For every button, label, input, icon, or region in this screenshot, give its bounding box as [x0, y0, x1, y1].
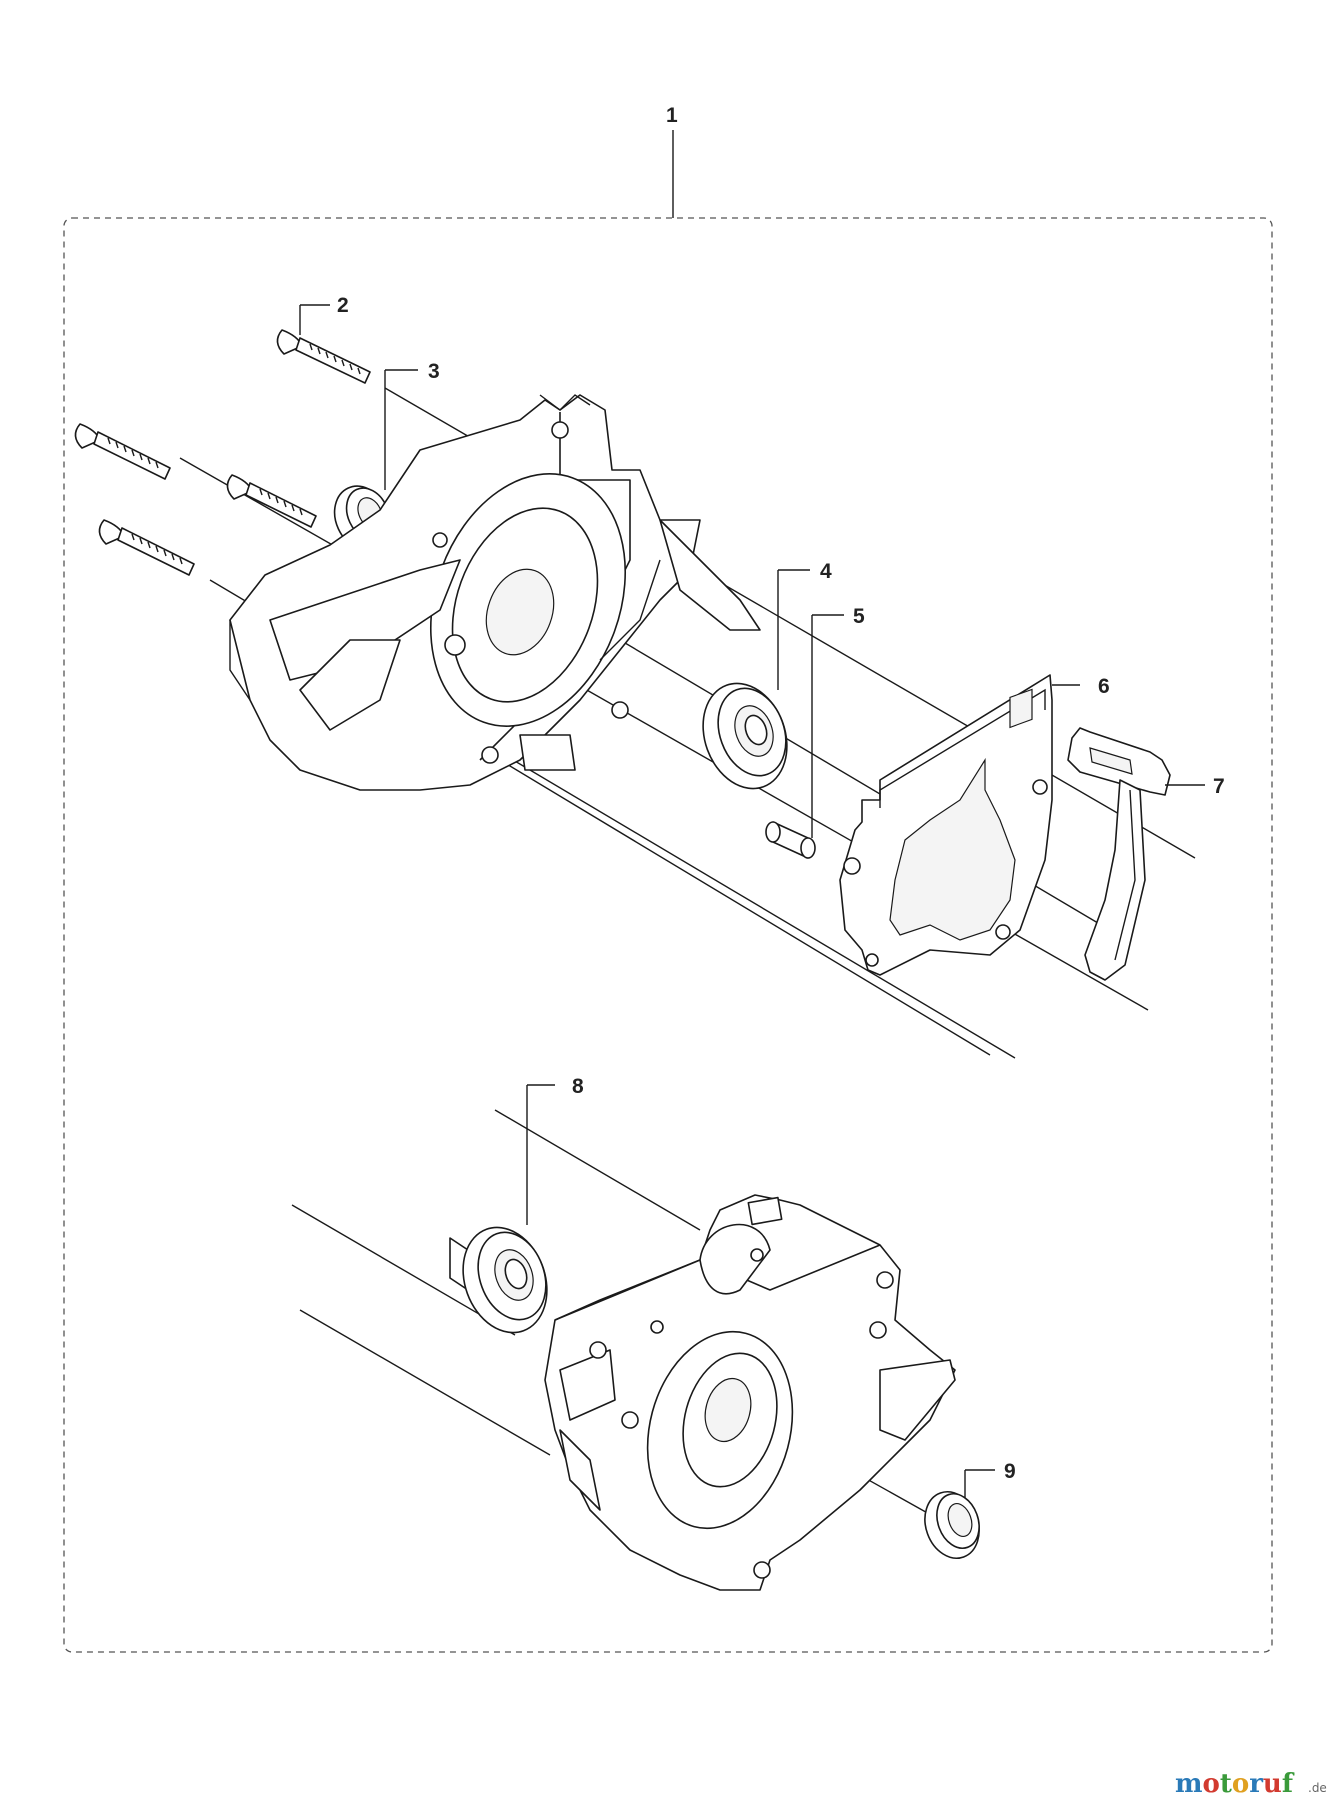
assembly-frame — [63, 217, 1273, 1653]
svg-text:motoruf: motoruf — [1175, 1769, 1295, 1799]
bracket-7 — [1067, 727, 1171, 981]
callout-5-label: 5 — [853, 605, 865, 628]
callout-6-label: 6 — [1098, 675, 1110, 698]
gasket-6 — [839, 674, 1053, 976]
screw-lower-left — [98, 519, 195, 576]
screw-2 — [276, 329, 371, 384]
bearing-8 — [449, 1226, 548, 1334]
callout-9-label: 9 — [1004, 1460, 1016, 1483]
callout-7-label: 7 — [1213, 775, 1225, 798]
seal-9 — [924, 1491, 980, 1559]
screw-middle-left — [226, 474, 317, 528]
callout-3-label: 3 — [428, 360, 440, 383]
crankcase-half-upper — [229, 394, 761, 791]
motoruf-logo: motoruf .de — [1175, 1769, 1327, 1799]
callout-2-label: 2 — [337, 294, 349, 317]
svg-text:.de: .de — [1308, 1781, 1327, 1795]
callout-4-label: 4 — [820, 560, 832, 583]
callout-8-label: 8 — [572, 1075, 584, 1098]
crankcase-half-lower — [544, 1194, 956, 1591]
screw-upper-left — [74, 423, 171, 480]
callout-1-label: 1 — [666, 104, 678, 127]
bearing-4 — [702, 682, 788, 790]
dowel-pin-5a — [765, 821, 816, 859]
